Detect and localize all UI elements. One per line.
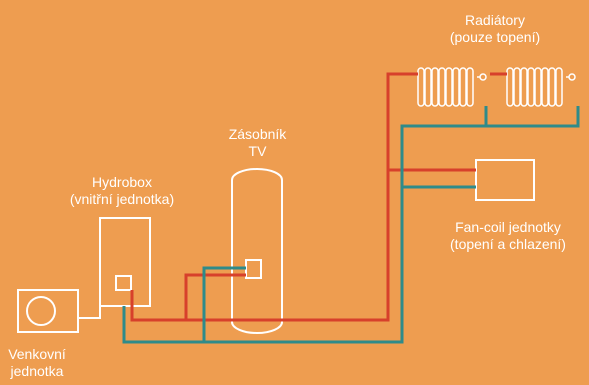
- outdoor-link-pipe: [78, 305, 101, 319]
- radiators-label-line2: (pouze topení): [449, 29, 541, 45]
- hydrobox-label-line1: Hydrobox: [92, 174, 152, 190]
- fancoil-label-line1: Fan-coil jednotky: [455, 219, 561, 235]
- outdoor-label-line1: Venkovní: [8, 346, 66, 362]
- hot-water-tank: [231, 168, 283, 334]
- outdoor-unit: [17, 289, 79, 333]
- hydrobox-unit: [99, 217, 151, 307]
- fancoil-label-line2: (topení a chlazení): [450, 236, 566, 252]
- outdoor-label-line2: jednotka: [10, 363, 64, 379]
- hydrobox-label: Hydrobox (vnitřní jednotka): [48, 174, 196, 208]
- outdoor-label: Venkovní jednotka: [2, 346, 72, 380]
- radiator-right: [506, 67, 576, 107]
- radiators-label-line1: Radiátory: [465, 12, 525, 28]
- tank-label-line2: TV: [248, 143, 267, 159]
- hydrobox-label-line2: (vnitřní jednotka): [69, 191, 175, 207]
- radiators-label: Radiátory (pouze topení): [417, 12, 573, 46]
- fancoil-label: Fan-coil jednotky (topení a chlazení): [428, 219, 588, 253]
- return-pipes: [122, 106, 580, 344]
- fancoil-unit: [475, 159, 535, 201]
- radiator-left: [417, 67, 487, 107]
- tank-label-line1: Zásobník: [228, 126, 287, 142]
- tank-label: Zásobník TV: [200, 126, 315, 160]
